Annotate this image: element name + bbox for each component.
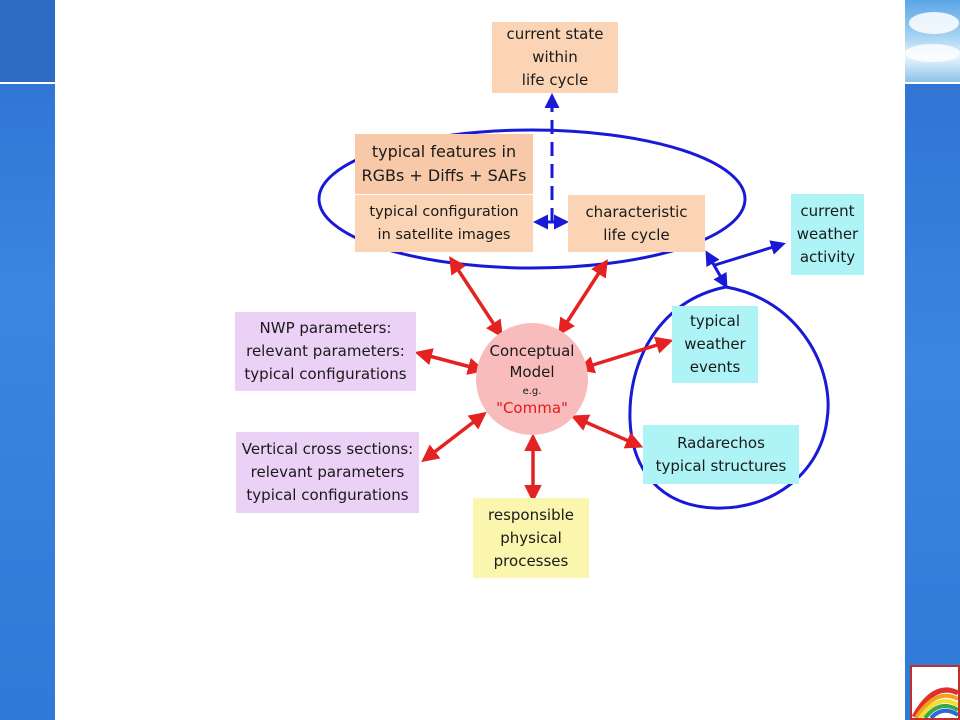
- left-border-top: [0, 0, 55, 82]
- left-border-panel: [0, 0, 55, 720]
- cloud-shape: [909, 12, 959, 34]
- conceptual-model-example: "Comma": [496, 398, 568, 417]
- box-characteristic-life-cycle: characteristic life cycle: [568, 195, 705, 252]
- red-arrow-to-life-cycle: [558, 259, 608, 336]
- box-vertical-cross-sections: Vertical cross sections: relevant parame…: [236, 432, 419, 513]
- red-arrow-to-configuration: [449, 256, 503, 338]
- blue-arrow-to-weather-activity: [714, 240, 786, 267]
- red-arrow-to-radarechos: [570, 414, 644, 449]
- cloud-shape: [905, 44, 960, 62]
- box-radarechos: Radarechos typical structures: [643, 425, 799, 484]
- conceptual-model-node: Conceptual Model e.g. "Comma": [476, 323, 588, 435]
- conceptual-model-title: Conceptual Model: [489, 341, 575, 381]
- box-typical-features: typical features in RGBs + Diffs + SAFs: [355, 134, 533, 194]
- right-border-panel: [905, 0, 960, 720]
- red-arrow-to-weather-events: [576, 336, 674, 374]
- box-current-state: current state within life cycle: [492, 22, 618, 93]
- rainbow-logo-icon: [910, 665, 960, 720]
- red-arrow-to-cross-sections: [421, 411, 487, 463]
- right-border-stripe: [905, 82, 960, 84]
- box-current-weather-activity: current weather activity: [791, 194, 864, 275]
- red-arrow-to-nwp: [414, 348, 486, 375]
- box-nwp-parameters: NWP parameters: relevant parameters: typ…: [235, 312, 416, 391]
- box-typical-configuration: typical configuration in satellite image…: [355, 195, 533, 252]
- left-border-stripe: [0, 82, 55, 84]
- blue-arrow-to-loop: [705, 250, 728, 289]
- box-typical-weather-events: typical weather events: [672, 306, 758, 383]
- conceptual-model-eg: e.g.: [522, 385, 542, 397]
- grouping-ellipse-top: [317, 128, 747, 270]
- sky-image: [905, 0, 960, 82]
- box-physical-processes: responsible physical processes: [473, 498, 589, 578]
